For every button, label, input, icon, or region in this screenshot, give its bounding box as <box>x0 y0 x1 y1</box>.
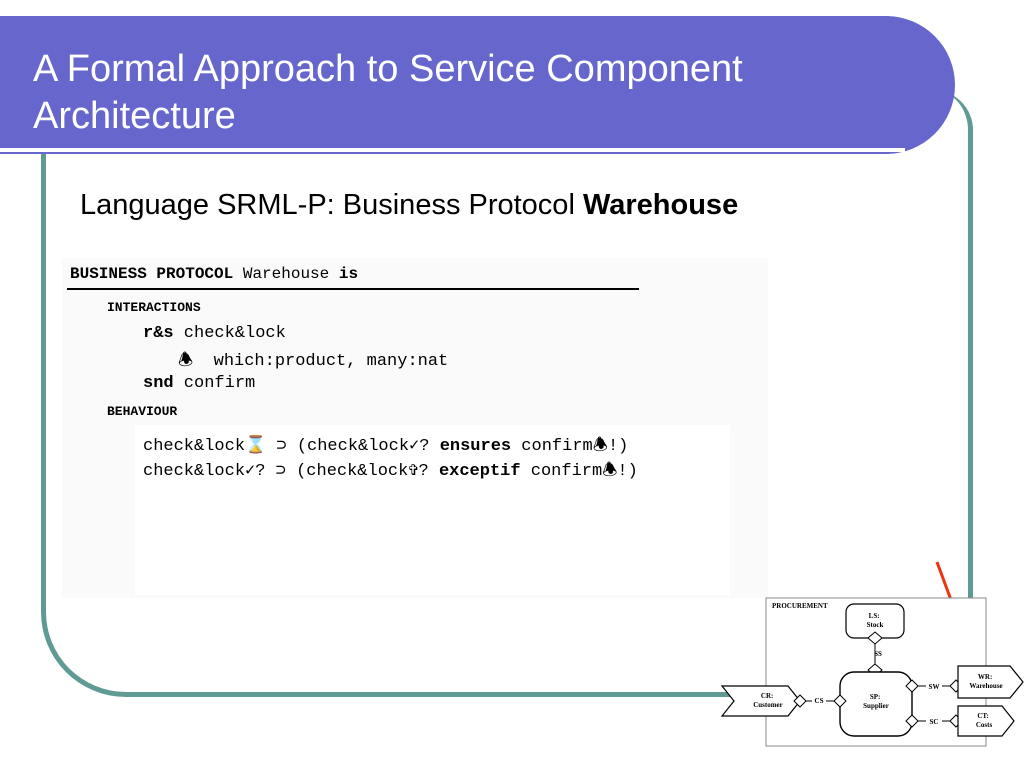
wire-ss: SS <box>874 650 882 658</box>
node-supplier-label: SP: Supplier <box>863 693 889 710</box>
node-costs-label: CT: Costs <box>976 712 993 729</box>
interaction1-keyword: r&s <box>143 324 174 343</box>
rule2-keyword: exceptif <box>438 462 521 481</box>
interaction-confirm: snd confirm <box>143 374 255 393</box>
slide-title: A Formal Approach to Service Component A… <box>33 48 743 137</box>
node-supplier-line2: Supplier <box>863 702 889 710</box>
node-costs-box <box>957 705 1015 737</box>
interactions-label: INTERACTIONS <box>107 300 201 315</box>
interaction2-name: confirm <box>173 374 256 393</box>
rule2-right: confirm🕭!) <box>520 462 638 481</box>
procurement-diagram: PROCUREMENT LS: Stock SS SP: Supplier CR… <box>720 597 1024 747</box>
wire-sc: SC <box>930 718 939 726</box>
behaviour-rule-1: check&lock⌛ ⊃ (check&lock✓? ensures conf… <box>143 432 628 461</box>
title-band: A Formal Approach to Service Component A… <box>0 16 955 154</box>
interaction1-name: check&lock <box>173 324 286 343</box>
node-customer-line1: CR: <box>761 692 773 700</box>
node-customer-line2: Customer <box>753 701 783 709</box>
wire-cs: CS <box>815 697 824 705</box>
behaviour-label: BEHAVIOUR <box>107 404 178 419</box>
port-sc-left <box>905 714 919 728</box>
slide-frame <box>41 90 973 697</box>
header-keyword: BUSINESS PROTOCOL <box>70 265 234 283</box>
node-supplier-line1: SP: <box>870 693 881 701</box>
header-name: Warehouse <box>233 265 339 283</box>
header-is: is <box>338 265 359 283</box>
node-warehouse-line2: Warehouse <box>969 682 1002 690</box>
node-warehouse-line1: WR: <box>978 673 992 681</box>
subtitle-prefix: Language SRML-P: Business Protocol <box>80 189 583 221</box>
node-warehouse-box <box>957 665 1024 699</box>
rule1-keyword: ensures <box>439 437 512 456</box>
port-sw-left <box>905 679 919 693</box>
interaction2-keyword: snd <box>143 374 174 393</box>
rule2-left: check&lock✓? ⊃ (check&lock✞? <box>143 462 439 481</box>
slide-subtitle: Language SRML-P: Business Protocol Wareh… <box>80 189 738 222</box>
subtitle-emphasis: Warehouse <box>582 189 739 221</box>
header-rule <box>67 288 639 290</box>
code-background-inner <box>135 425 730 595</box>
node-customer-box <box>720 685 801 717</box>
node-customer-label: CR: Customer <box>753 692 783 709</box>
rule1-right: confirm🕭!) <box>511 437 629 456</box>
node-stock-line2: Stock <box>867 621 884 629</box>
behaviour-rule-2: check&lock✓? ⊃ (check&lock✞? exceptif co… <box>143 457 638 486</box>
node-costs-line1: CT: <box>977 712 989 720</box>
node-warehouse-label: WR: Warehouse <box>969 673 1002 690</box>
node-stock-line1: LS: <box>869 612 880 620</box>
module-label: PROCUREMENT <box>772 602 828 610</box>
port-cs-left <box>793 694 807 708</box>
interaction-params: 🕭 which:product, many:nat <box>178 352 449 371</box>
node-stock-label: LS: Stock <box>867 612 884 629</box>
protocol-header: BUSINESS PROTOCOL Warehouse is <box>70 265 358 283</box>
rule1-left: check&lock⌛ ⊃ (check&lock✓? <box>143 437 440 456</box>
port-cs-right <box>833 694 847 708</box>
wire-sw: SW <box>929 683 940 691</box>
title-underline <box>0 148 905 152</box>
interaction-check-lock: r&s check&lock <box>143 324 286 343</box>
node-costs-line2: Costs <box>976 721 993 729</box>
